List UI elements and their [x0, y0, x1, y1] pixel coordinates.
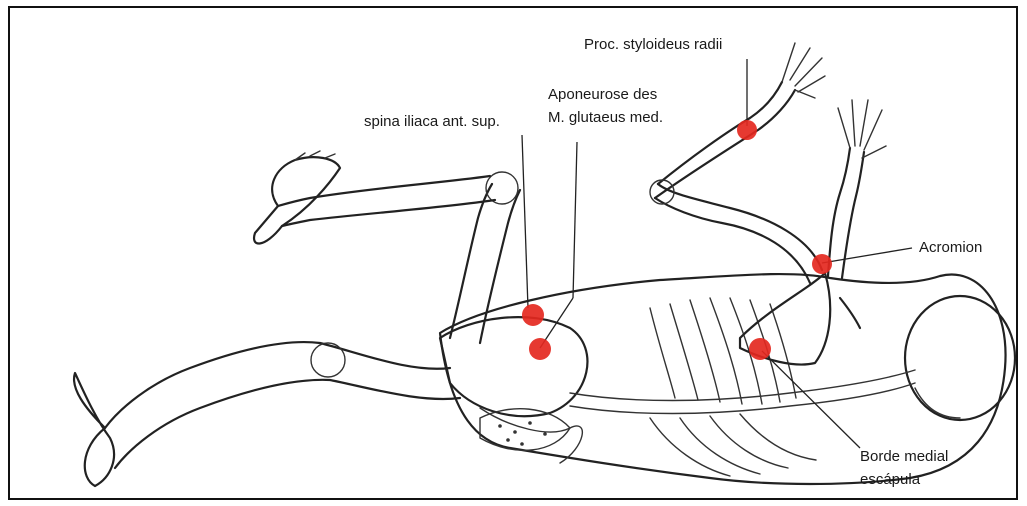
ribcage [650, 298, 816, 476]
label-aponeurose-1: Aponeurose des [548, 86, 657, 103]
acromion-marker [812, 254, 832, 274]
raised-arm [650, 43, 825, 283]
labels: Proc. styloideus radii Aponeurose des M.… [364, 36, 982, 488]
lower-leg [74, 342, 460, 486]
label-borde-2: escápula [860, 471, 921, 488]
label-acromion: Acromion [919, 239, 982, 256]
label-spina: spina iliaca ant. sup. [364, 113, 500, 130]
upright-forearm [828, 100, 886, 328]
skeleton-drawing: Proc. styloideus radii Aponeurose des M.… [10, 8, 1020, 502]
label-borde-1: Borde medial [860, 448, 948, 465]
label-styloid: Proc. styloideus radii [584, 36, 722, 53]
anatomy-figure: Proc. styloideus radii Aponeurose des M.… [8, 6, 1018, 500]
aponeurose-marker [529, 338, 551, 360]
label-aponeurose-2: M. glutaeus med. [548, 109, 663, 126]
spina-marker [522, 304, 544, 326]
markers [522, 120, 832, 360]
spine [570, 370, 915, 414]
styloid-marker [737, 120, 757, 140]
borde-medial-marker [749, 338, 771, 360]
sacrum [480, 409, 570, 451]
